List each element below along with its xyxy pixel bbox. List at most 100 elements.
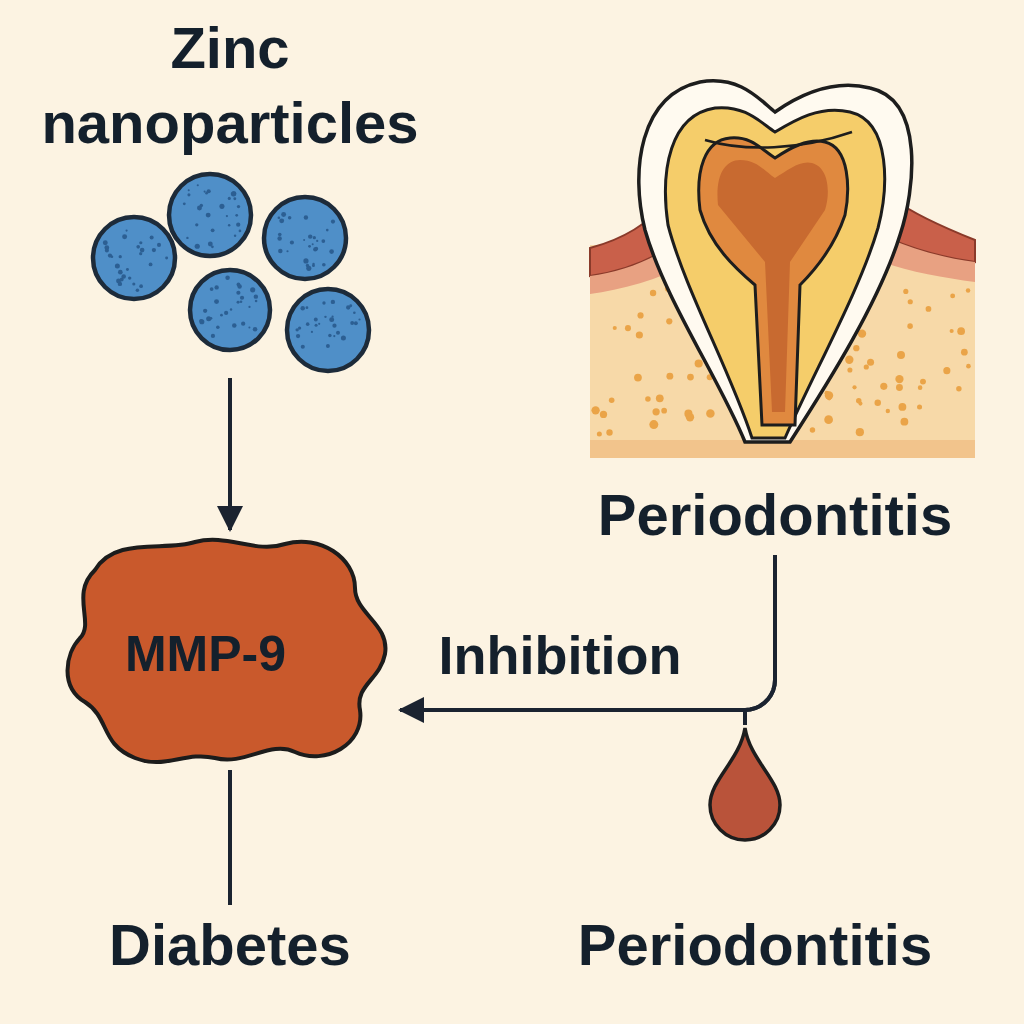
bone-dot — [824, 415, 833, 424]
speckle — [214, 285, 218, 289]
speckle — [118, 270, 123, 275]
nanoparticle — [93, 217, 175, 299]
bone-dot — [867, 359, 874, 366]
speckle — [301, 345, 305, 349]
bone-dot — [950, 329, 954, 333]
speckle — [104, 245, 109, 250]
speckle — [298, 326, 301, 329]
speckle — [225, 276, 230, 281]
speckle — [300, 306, 304, 310]
speckle — [290, 240, 294, 244]
speckle — [150, 235, 154, 239]
bone-dot — [961, 349, 968, 356]
bone-dot — [591, 406, 599, 414]
speckle — [353, 311, 356, 314]
node-label: Zinc nanoparticles — [30, 10, 430, 160]
bone-dot — [649, 420, 658, 429]
speckle — [331, 219, 335, 223]
speckle — [331, 300, 335, 304]
bone-dot — [920, 379, 926, 385]
bone-dot — [907, 323, 913, 329]
speckle — [195, 223, 198, 226]
speckle — [336, 331, 340, 335]
speckle — [248, 306, 250, 308]
speckle — [315, 324, 318, 327]
speckle — [241, 322, 245, 326]
speckle — [303, 239, 305, 241]
enzyme-blob: MMP-9 — [55, 530, 400, 770]
speckle — [332, 324, 336, 328]
bone-dot — [827, 396, 831, 400]
speckle — [313, 247, 317, 251]
disease-node: Diabetes — [90, 905, 370, 985]
speckle — [197, 184, 199, 186]
speckle — [136, 288, 139, 291]
bone-dot — [824, 391, 829, 396]
connector — [745, 555, 775, 725]
speckle — [205, 192, 208, 195]
bone-dot — [825, 391, 833, 399]
node-label: Periodontitis — [598, 475, 952, 555]
speckle — [237, 301, 240, 304]
bone-dot — [864, 364, 869, 369]
speckle — [236, 291, 240, 295]
speckle — [186, 237, 188, 239]
speckle — [322, 301, 325, 304]
speckle — [277, 236, 281, 240]
bone-dot — [666, 373, 673, 380]
bone-dot — [917, 404, 922, 409]
bone-dot — [899, 403, 907, 411]
bone-dot — [637, 312, 643, 318]
speckle — [326, 344, 330, 348]
bone-dot — [903, 289, 908, 294]
speckle — [306, 322, 310, 326]
tooth-dentin — [665, 108, 884, 438]
tooth-enamel — [639, 81, 912, 442]
bone-dot — [686, 413, 694, 421]
speckle — [224, 311, 228, 315]
speckle — [253, 327, 258, 332]
bone-dot — [706, 409, 714, 417]
speckle — [304, 215, 308, 219]
speckle — [228, 197, 231, 200]
speckle — [125, 229, 127, 231]
speckle — [228, 224, 230, 226]
speckle — [139, 252, 142, 255]
bone-dot — [613, 326, 617, 330]
speckle — [311, 331, 313, 333]
bone-dot — [896, 384, 903, 391]
bone-dot — [810, 427, 815, 432]
speckle — [255, 300, 258, 303]
nanoparticle — [169, 174, 251, 256]
speckle — [210, 287, 214, 291]
speckle — [126, 268, 129, 271]
speckle — [214, 299, 219, 304]
bone-dot — [597, 431, 602, 436]
speckle — [250, 287, 255, 292]
connector — [400, 555, 775, 710]
bone-dot — [625, 325, 631, 331]
speckle — [349, 304, 352, 307]
speckle — [303, 258, 308, 263]
speckle — [211, 228, 215, 232]
speckle — [132, 282, 135, 285]
speckle — [318, 323, 320, 325]
speckle — [235, 214, 238, 217]
speckle — [239, 230, 242, 233]
speckle — [121, 274, 126, 279]
bone-dot — [606, 429, 612, 435]
speckle — [279, 218, 284, 223]
speckle — [333, 335, 335, 337]
speckle — [296, 334, 300, 338]
speckle — [216, 325, 220, 329]
speckle — [316, 240, 318, 242]
bone-dot — [897, 351, 905, 359]
bone-dot — [908, 299, 913, 304]
connector — [228, 378, 232, 530]
speckle — [210, 317, 213, 320]
speckle — [237, 284, 241, 288]
bone-dot — [886, 409, 890, 413]
speckle — [103, 240, 108, 245]
speckle — [278, 216, 281, 219]
speckle — [115, 264, 120, 269]
